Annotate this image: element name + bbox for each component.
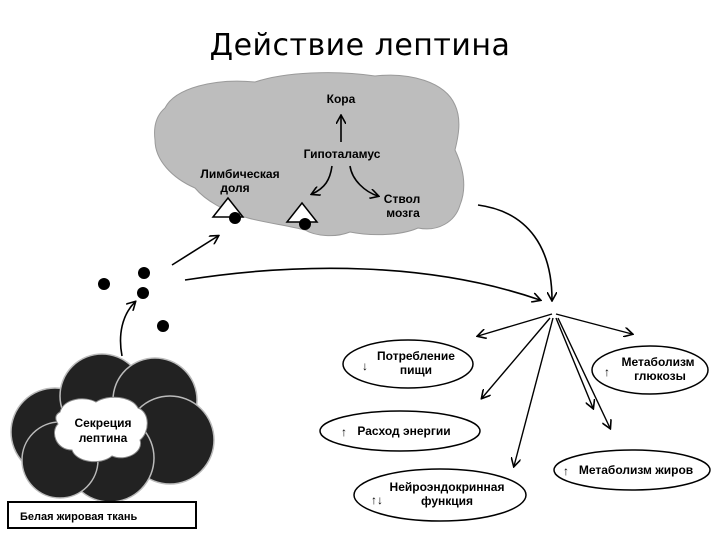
adipose-label-box: Белая жировая ткань bbox=[7, 501, 197, 529]
arrow-to-energy-expenditure bbox=[482, 317, 551, 398]
limbic-label-line2: доля bbox=[220, 181, 249, 195]
arrow-leptin-to-effects bbox=[184, 267, 540, 300]
brain-shape bbox=[154, 72, 465, 237]
arrow-to-food-intake bbox=[478, 313, 553, 336]
leptin-molecule bbox=[157, 320, 169, 332]
limbic-label-line1: Лимбическая bbox=[200, 167, 279, 181]
leptin-molecule bbox=[98, 278, 110, 290]
cortex-label: Кора bbox=[327, 92, 356, 106]
food-intake-label-line1: Потребление bbox=[377, 349, 455, 363]
leptin-molecule bbox=[138, 267, 150, 279]
up-down-arrow-icon: ↑↓ bbox=[371, 493, 383, 507]
arrow-hypothalamus-to-brainstem bbox=[349, 165, 378, 196]
effect-energy-expenditure: ↑ Расход энергии bbox=[319, 410, 481, 452]
arrow-to-fat-metabolism-2 bbox=[557, 317, 610, 428]
effect-neuroendocrine: ↑↓ Нейроэндокринная функция bbox=[353, 468, 527, 522]
energy-label: Расход энергии bbox=[357, 424, 450, 438]
down-arrow-icon: ↓ bbox=[362, 359, 368, 373]
arrow-leptin-to-brain bbox=[171, 236, 218, 266]
slide-title: Действие лептина bbox=[209, 28, 511, 63]
effect-food-intake: ↓ Потребление пищи bbox=[342, 339, 474, 389]
secretion-label-line1: Секреция bbox=[74, 416, 131, 430]
brainstem-label-line1: Ствол bbox=[384, 192, 420, 206]
secretion-label-line2: лептина bbox=[79, 431, 128, 445]
adipose-label: Белая жировая ткань bbox=[20, 511, 137, 523]
effect-fat-metabolism: ↑ Метаболизм жиров bbox=[553, 449, 711, 491]
fat-label: Метаболизм жиров bbox=[579, 463, 693, 477]
food-intake-label-line2: пищи bbox=[400, 363, 432, 377]
up-arrow-icon: ↑ bbox=[604, 365, 610, 379]
adipose-tissue bbox=[10, 353, 215, 503]
effect-glucose-metabolism: ↑ Метаболизм глюкозы bbox=[591, 345, 709, 395]
receptor-left bbox=[211, 196, 245, 224]
neuroendocrine-label-line2: функция bbox=[421, 494, 473, 508]
arrow-hypothalamus-to-limbic bbox=[312, 165, 333, 194]
glucose-label-line1: Метаболизм bbox=[621, 355, 694, 369]
receptor-right bbox=[285, 201, 319, 230]
arrow-to-fat-metabolism bbox=[555, 317, 593, 408]
brainstem-label-line2: мозга bbox=[386, 206, 420, 220]
leptin-molecule bbox=[137, 287, 149, 299]
arrow-adipose-to-leptin bbox=[119, 302, 135, 357]
up-arrow-icon: ↑ bbox=[341, 425, 347, 439]
arrow-brain-to-effects bbox=[477, 204, 552, 300]
glucose-label-line2: глюкозы bbox=[634, 369, 686, 383]
neuroendocrine-label-line1: Нейроэндокринная bbox=[390, 480, 505, 494]
up-arrow-icon: ↑ bbox=[563, 464, 569, 478]
arrow-to-glucose-metabolism bbox=[555, 313, 632, 334]
hypothalamus-label: Гипоталамус bbox=[304, 147, 381, 161]
arrow-to-neuroendocrine bbox=[514, 317, 554, 466]
